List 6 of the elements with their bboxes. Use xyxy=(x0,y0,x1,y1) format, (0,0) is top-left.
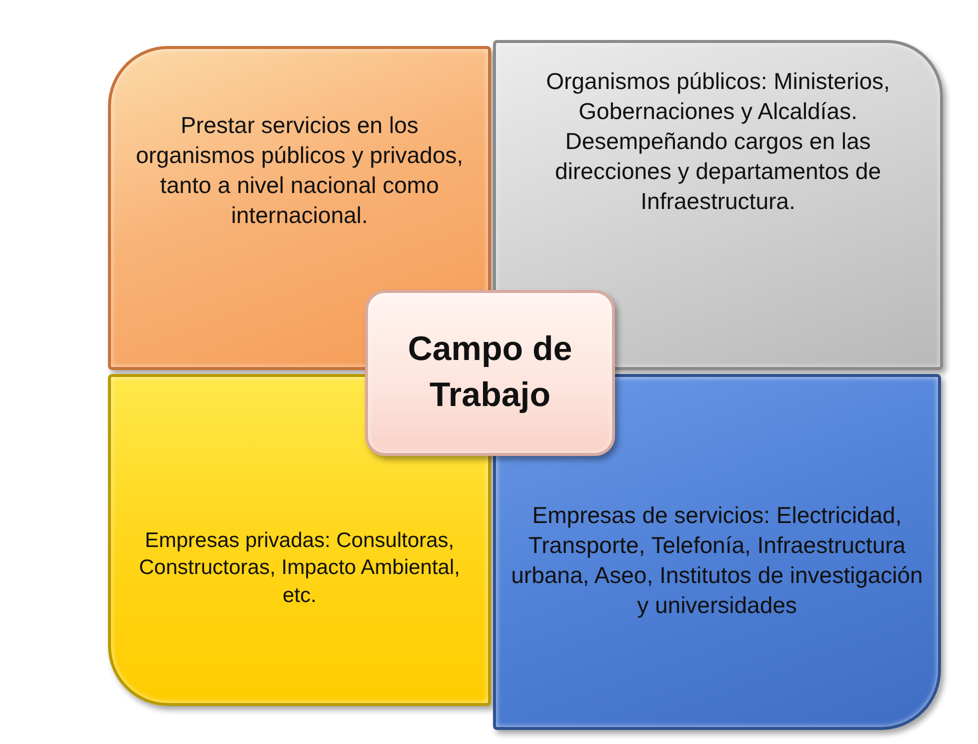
description-text: Organismos públicos: Ministerios, Gobernaciones y Alcaldías. Desempeñando cargos en las direcciones y departamentos de Infraestructura. xyxy=(545,67,891,216)
description-text: Prestar servicios en los organismos públicos y privados, tanto a nivel nacional como internacional. xyxy=(134,111,464,230)
description-text: Empresas de servicios: Electricidad, Transporte, Telefonía, Infraestructura urbana, Aseo, Institutos de investigación y universidades xyxy=(510,501,924,620)
description-text: Empresas privadas: Consultoras, Constructoras, Impacto Ambiental, etc. xyxy=(138,528,461,609)
center-box xyxy=(365,290,615,456)
title-text: Campo de Trabajo xyxy=(406,329,574,416)
